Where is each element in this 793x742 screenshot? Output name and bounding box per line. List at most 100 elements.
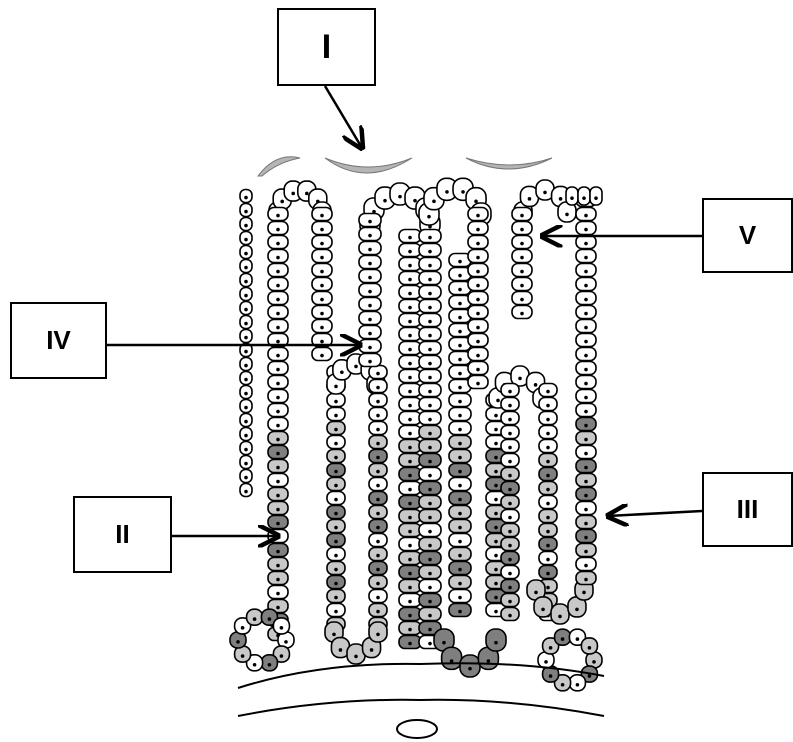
cell-nucleus <box>368 290 372 294</box>
cell-nucleus <box>494 641 498 645</box>
cell-nucleus <box>368 304 372 308</box>
label-box-III: III <box>702 472 793 547</box>
cell-nucleus <box>334 484 338 488</box>
cell-nucleus <box>354 365 358 369</box>
cell-nucleus <box>584 368 588 372</box>
cell-nucleus <box>276 326 280 330</box>
cell-nucleus <box>476 270 480 274</box>
cell-nucleus <box>408 418 412 422</box>
cell-nucleus <box>458 260 462 264</box>
cell-nucleus <box>428 572 432 576</box>
cell-nucleus <box>276 438 280 442</box>
cell-nucleus <box>368 234 372 238</box>
cell-nucleus <box>334 540 338 544</box>
cell-nucleus <box>584 522 588 526</box>
cell-nucleus <box>584 284 588 288</box>
cell-nucleus <box>276 396 280 400</box>
cell-nucleus <box>584 452 588 456</box>
cell-nucleus <box>376 442 380 446</box>
cell-nucleus <box>458 484 462 488</box>
cell-nucleus <box>428 390 432 394</box>
cell-nucleus <box>276 354 280 358</box>
cell-nucleus <box>320 228 324 232</box>
cell-nucleus <box>458 288 462 292</box>
epithelial-cell <box>442 647 462 669</box>
arrow-III <box>608 511 702 516</box>
cell-nucleus <box>334 596 338 600</box>
cell-nucleus <box>408 236 412 240</box>
cell-nucleus <box>244 280 248 284</box>
cell-nucleus <box>398 195 402 199</box>
cell-nucleus <box>244 266 248 270</box>
cell-nucleus <box>408 516 412 520</box>
cell-nucleus <box>320 214 324 218</box>
cell-nucleus <box>370 648 374 652</box>
cell-nucleus <box>428 544 432 548</box>
cell-nucleus <box>408 390 412 394</box>
cell-nucleus <box>408 362 412 366</box>
cell-nucleus <box>244 294 248 298</box>
cell-nucleus <box>320 270 324 274</box>
cell-nucleus <box>276 606 280 610</box>
cell-nucleus <box>494 582 498 586</box>
cell-nucleus <box>334 414 338 418</box>
cell-nucleus <box>376 386 380 390</box>
cell-nucleus <box>458 568 462 572</box>
cell-nucleus <box>468 667 472 671</box>
cell-nucleus <box>268 663 272 667</box>
cell-nucleus <box>508 502 512 506</box>
cell-nucleus <box>284 640 288 644</box>
cell-nucleus <box>570 196 574 200</box>
cell-nucleus <box>244 490 248 494</box>
cell-nucleus <box>458 540 462 544</box>
cell-nucleus <box>458 372 462 376</box>
cell-nucleus <box>291 192 295 196</box>
cell-nucleus <box>428 250 432 254</box>
cell-nucleus <box>428 530 432 534</box>
cell-nucleus <box>408 642 412 646</box>
cell-nucleus <box>236 640 240 644</box>
cell-nucleus <box>376 372 380 376</box>
cell-nucleus <box>476 298 480 302</box>
cell-nucleus <box>368 318 372 322</box>
cell-nucleus <box>546 572 550 576</box>
cell-nucleus <box>458 554 462 558</box>
cell-nucleus <box>276 494 280 498</box>
cell-nucleus <box>476 312 480 316</box>
cell-nucleus <box>376 582 380 586</box>
cell-nucleus <box>476 284 480 288</box>
cell-nucleus <box>428 418 432 422</box>
cell-nucleus <box>334 470 338 474</box>
cell-nucleus <box>408 544 412 548</box>
cell-nucleus <box>428 236 432 240</box>
cell-nucleus <box>340 370 344 374</box>
cell-nucleus <box>520 284 524 288</box>
cell-nucleus <box>528 197 532 201</box>
cell-nucleus <box>582 196 586 200</box>
cell-nucleus <box>368 346 372 350</box>
cell-nucleus <box>584 382 588 386</box>
cell-nucleus <box>584 326 588 330</box>
cell-nucleus <box>494 428 498 432</box>
cell-nucleus <box>244 210 248 214</box>
cell-nucleus <box>546 418 550 422</box>
cell-nucleus <box>494 554 498 558</box>
cell-nucleus <box>244 196 248 200</box>
cell-nucleus <box>476 368 480 372</box>
cell-nucleus <box>334 610 338 614</box>
cell-nucleus <box>244 308 248 312</box>
cell-nucleus <box>276 382 280 386</box>
cell-nucleus <box>376 633 380 637</box>
cell-nucleus <box>584 256 588 260</box>
cell-nucleus <box>427 215 431 219</box>
surface-cap-right <box>466 158 552 169</box>
cell-nucleus <box>458 330 462 334</box>
cell-nucleus <box>339 648 343 652</box>
cell-nucleus <box>558 615 562 619</box>
cell-nucleus <box>376 512 380 516</box>
cell-nucleus <box>276 410 280 414</box>
cell-nucleus <box>428 488 432 492</box>
cell-nucleus <box>520 242 524 246</box>
cell-nucleus <box>276 228 280 232</box>
cell-nucleus <box>584 312 588 316</box>
